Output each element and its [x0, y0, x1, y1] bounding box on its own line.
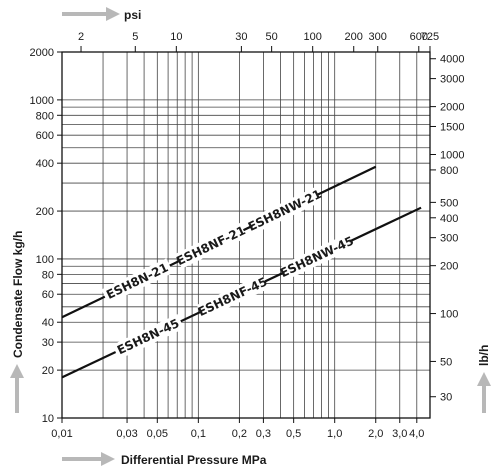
- y-tick-label: 100: [36, 254, 54, 266]
- right-tick-label: 50: [440, 356, 452, 368]
- x-axis-arrow-icon: [62, 452, 115, 466]
- y-tick-label: 2000: [30, 47, 54, 59]
- x-tick-label: 0,01: [51, 428, 72, 440]
- grid: [62, 52, 430, 418]
- x-tick-label: 0,03: [116, 428, 137, 440]
- top-tick-label: 725: [421, 31, 439, 43]
- right-tick-label: 30: [440, 392, 452, 404]
- series-label-bg: [112, 314, 185, 360]
- y-tick-label: 30: [42, 337, 54, 349]
- series-lines: ESH8N-21ESH8NF-21ESH8NW-21ESH8N-45ESH8NF…: [61, 165, 422, 379]
- right-tick-label: 4000: [440, 54, 464, 66]
- plot-frame: [61, 51, 431, 419]
- y-axis-ticks: 10 20 30 40 60 80 100 200 400 600 800 1000 2000: [30, 47, 62, 425]
- series-label-bg: [175, 222, 247, 269]
- top-tick-label: 600: [410, 31, 428, 43]
- x-tick-label: 4,0: [409, 428, 424, 440]
- series-label-bg: [101, 258, 174, 304]
- series-label-group: ESH8NF-45: [196, 274, 270, 320]
- y-axis-arrow-icon: [10, 364, 24, 413]
- y-tick-label: 1000: [30, 95, 54, 107]
- top-tick-label: 50: [266, 31, 278, 43]
- y-tick-label: 40: [42, 317, 54, 329]
- right-tick-label: 500: [440, 197, 458, 209]
- y-tick-label: 800: [36, 110, 54, 122]
- series-label-bg: [196, 274, 269, 320]
- top-axis-title: psi: [124, 8, 141, 22]
- top-tick-label: 100: [303, 31, 321, 43]
- top-tick-label: 5: [132, 31, 138, 43]
- x-tick-label: 2,0: [368, 428, 383, 440]
- right-tick-label: 200: [440, 261, 458, 273]
- x-tick-label: 0,3: [256, 428, 271, 440]
- y-axis-title: Condensate Flow kg/h: [11, 231, 25, 358]
- right-tick-label: 1500: [440, 121, 464, 133]
- x-tick-label: 0,5: [286, 428, 301, 440]
- top-tick-label: 10: [170, 31, 182, 43]
- right-tick-label: 300: [440, 233, 458, 245]
- right-tick-label: 2000: [440, 102, 464, 114]
- right-tick-label: 800: [440, 165, 458, 177]
- y-tick-label: 600: [36, 130, 54, 142]
- x-axis-title: Differential Pressure MPa: [121, 453, 267, 467]
- series-label-group: ESH8N-45: [112, 314, 185, 360]
- right-tick-label: 100: [440, 309, 458, 321]
- series-label: ESH8NW-21: [246, 187, 324, 234]
- x-tick-label: 0,1: [191, 428, 206, 440]
- y-tick-label: 200: [36, 206, 54, 218]
- top-tick-label: 30: [235, 31, 247, 43]
- series-label-group: ESH8NW-45: [278, 234, 356, 281]
- right-axis-title: lb/h: [477, 345, 491, 366]
- top-axis-arrow-icon: [62, 7, 120, 21]
- series-label: ESH8NW-45: [278, 234, 356, 281]
- right-tick-label: 1000: [440, 149, 464, 161]
- y-tick-label: 80: [42, 269, 54, 281]
- right-tick-label: 3000: [440, 74, 464, 86]
- y-tick-label: 10: [42, 413, 54, 425]
- top-tick-label: 200: [345, 31, 363, 43]
- x-tick-label: 1,0: [327, 428, 342, 440]
- series-label-group: ESH8NW-21: [246, 187, 324, 234]
- y-tick-label: 400: [36, 158, 54, 170]
- top-tick-label: 300: [369, 31, 387, 43]
- series-label: ESH8NF-45: [196, 274, 270, 319]
- right-axis-arrow-icon: [477, 372, 491, 413]
- x-tick-label: 3,0: [392, 428, 407, 440]
- x-tick-label: 0,05: [147, 428, 168, 440]
- top-tick-label: 2: [78, 31, 84, 43]
- y-tick-label: 20: [42, 365, 54, 377]
- x-tick-label: 0,2: [232, 428, 247, 440]
- series-label-bg: [280, 234, 353, 280]
- y-tick-label: 60: [42, 289, 54, 301]
- series-label-group: ESH8N-21: [101, 258, 174, 304]
- series-label-bg: [248, 187, 321, 234]
- right-axis-ticks: 30 50 100 200 300 400 500 800 1000 1500 2000 3000 40…: [430, 54, 464, 404]
- right-tick-label: 400: [440, 213, 458, 225]
